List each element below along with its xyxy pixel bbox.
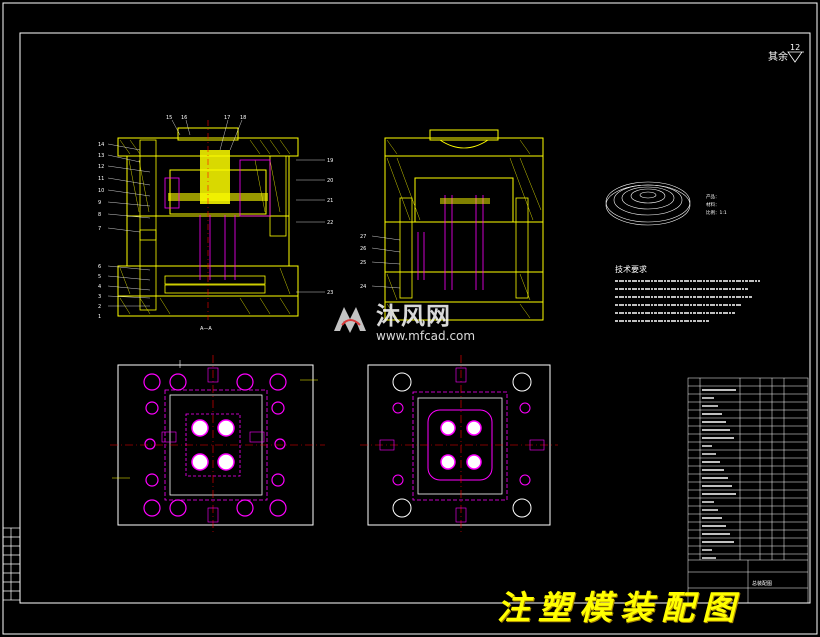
part-number: 16 xyxy=(181,115,187,121)
revision-strip xyxy=(2,527,21,601)
inner-frame xyxy=(19,32,811,604)
tech-requirements-title: 技术要求 xyxy=(615,264,647,274)
watermark-url: www.mfcad.com xyxy=(376,329,476,343)
product-sketch xyxy=(605,181,691,226)
part-number: 13 xyxy=(98,153,104,159)
part-number: 18 xyxy=(240,115,246,121)
watermark: 沐风网 www.mfcad.com xyxy=(330,296,475,343)
product-note-2: 材料： xyxy=(706,201,720,208)
side-section-view xyxy=(384,129,544,321)
part-numbers-right: 19 20 21 22 23 xyxy=(327,158,333,296)
roughness-label: 其余 xyxy=(768,50,788,63)
part-number: 7 xyxy=(98,226,101,232)
part-number: 23 xyxy=(327,290,333,296)
part-number: 2 xyxy=(98,304,101,310)
part-number: 12 xyxy=(98,164,104,170)
table-caption: 总装配图 xyxy=(752,580,772,587)
part-number: 1 xyxy=(98,314,101,320)
part-number: 14 xyxy=(98,142,104,148)
part-number: 24 xyxy=(360,284,366,290)
part-number: 26 xyxy=(360,246,366,252)
part-number: 8 xyxy=(98,212,101,218)
part-number: 5 xyxy=(98,274,101,280)
watermark-logo-icon xyxy=(334,306,366,333)
plan-view-moving-half xyxy=(110,355,325,535)
roughness-symbol xyxy=(787,51,804,63)
product-note-1: 产品： xyxy=(706,193,720,200)
roughness-value: 12 xyxy=(790,43,800,52)
drawing-title: 注塑模装配图 xyxy=(497,588,743,627)
part-numbers-mid: 27 26 25 24 xyxy=(360,234,366,290)
part-number: 19 xyxy=(327,158,333,164)
part-number: 15 xyxy=(166,115,172,121)
plan-view-fixed-half xyxy=(360,355,558,535)
part-number: 25 xyxy=(360,260,366,266)
parts-list-table xyxy=(687,377,809,604)
watermark-name: 沐风网 xyxy=(376,302,451,330)
product-note-3: 比例：1:1 xyxy=(706,209,727,216)
part-numbers-left: 14 13 12 11 10 9 8 7 6 5 4 3 2 1 xyxy=(98,142,104,320)
part-number: 9 xyxy=(98,200,101,206)
part-number: 10 xyxy=(98,188,104,194)
part-number: 3 xyxy=(98,294,101,300)
part-number: 20 xyxy=(327,178,333,184)
tech-requirements-lines xyxy=(615,280,760,322)
part-numbers-top: 15 16 17 18 xyxy=(166,115,246,121)
part-number: 4 xyxy=(98,284,101,290)
part-number: 22 xyxy=(327,220,333,226)
part-number: 21 xyxy=(327,198,333,204)
part-number: 27 xyxy=(360,234,366,240)
part-number: 17 xyxy=(224,115,230,121)
front-section-view: A—A xyxy=(117,120,299,332)
leaders-mid xyxy=(371,235,401,289)
view-a-label: A—A xyxy=(200,326,212,332)
part-number: 11 xyxy=(98,176,104,182)
part-number: 6 xyxy=(98,264,101,270)
leaders-left xyxy=(107,119,325,307)
